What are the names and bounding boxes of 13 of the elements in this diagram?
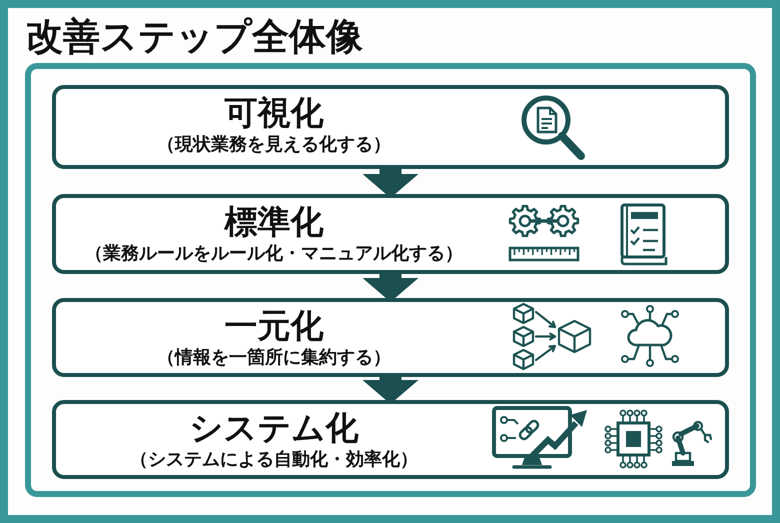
step-subtitle: （現状業務を見える化する） (157, 133, 391, 157)
step-title: 可視化 (224, 95, 324, 131)
step-title: 一元化 (224, 308, 324, 344)
step-box (52, 400, 729, 479)
step-subtitle: （システムによる自動化・効率化） (130, 448, 418, 472)
step-subtitle: （情報を一箇所に集約する） (157, 346, 391, 370)
step-title: システム化 (190, 410, 358, 446)
step-box (52, 194, 729, 274)
step-subtitle: （業務ルールをルール化・マニュアル化する） (85, 242, 463, 266)
step-title: 標準化 (224, 204, 324, 240)
title: 改善ステップ全体像 (26, 14, 363, 60)
step-box (52, 85, 729, 169)
step-box (52, 298, 729, 377)
